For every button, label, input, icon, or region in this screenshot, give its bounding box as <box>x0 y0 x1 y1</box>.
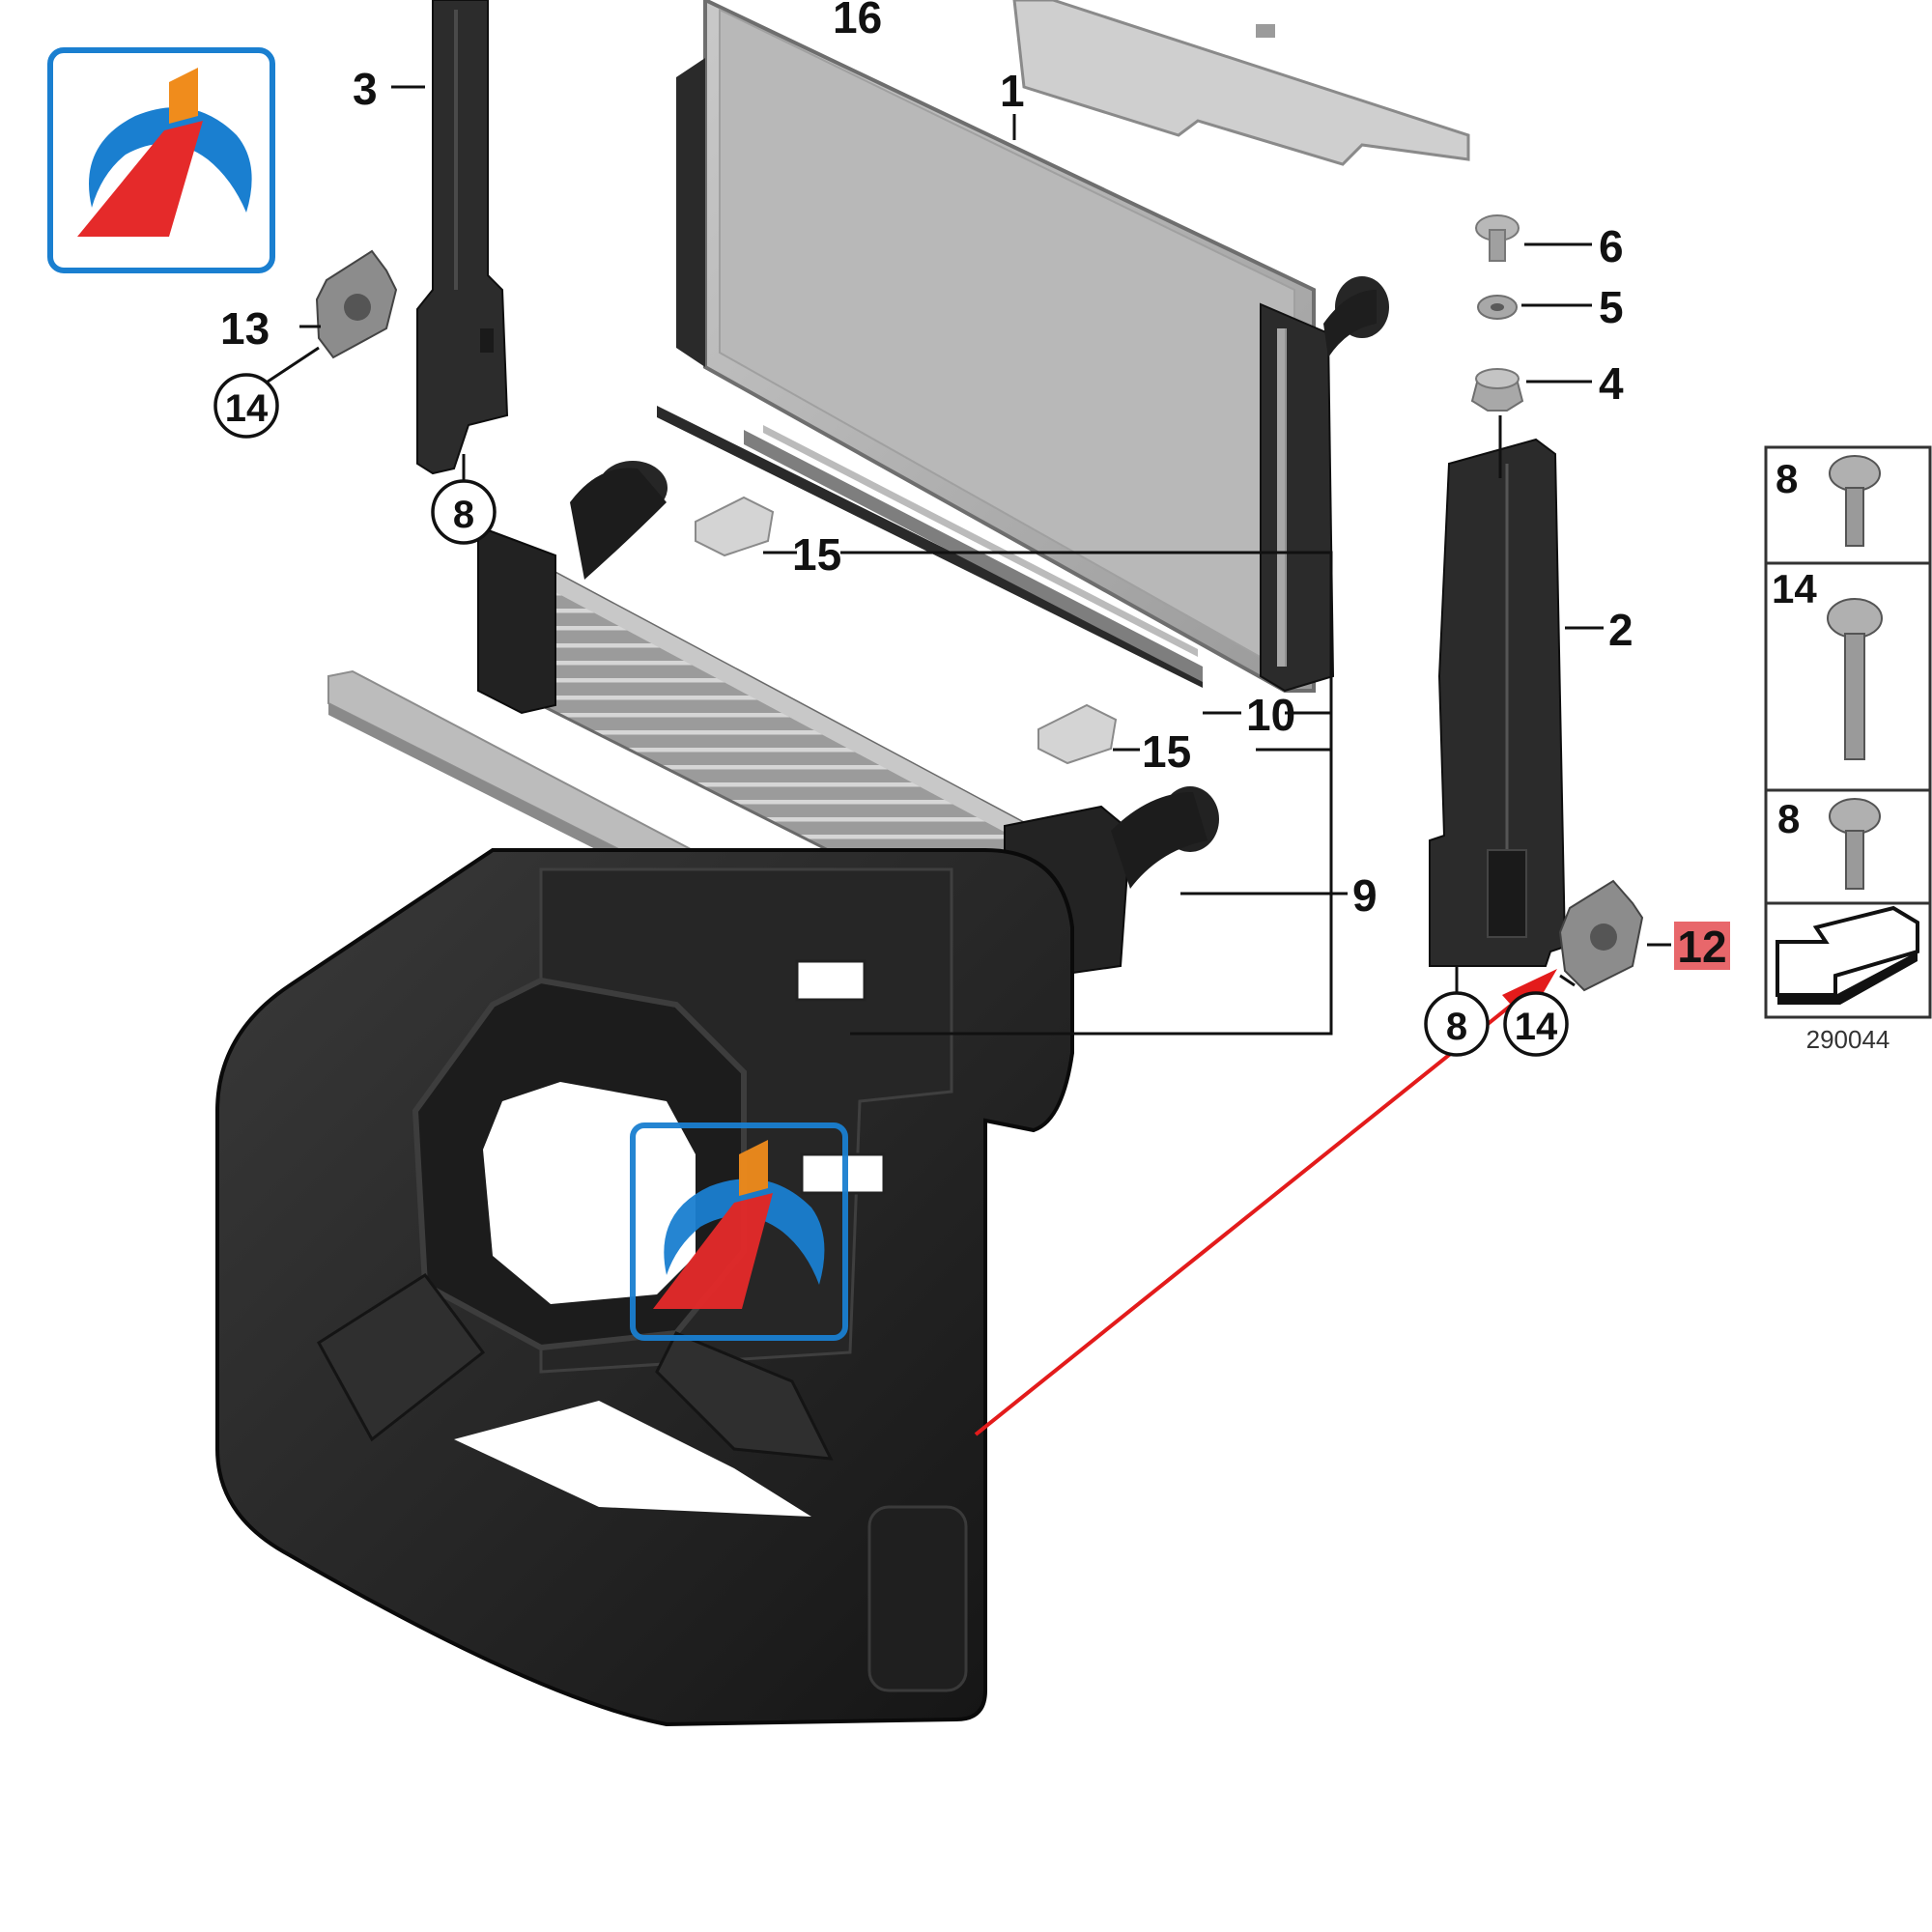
mount-13 <box>315 249 398 359</box>
clip-15-bottom <box>1037 703 1118 765</box>
diagram-number: 290044 <box>1806 1025 1890 1054</box>
right-vertical-bracket <box>1429 438 1567 967</box>
bolt-6 <box>1475 214 1520 262</box>
brand-logo <box>47 47 275 273</box>
callout-3: 3 <box>353 64 378 114</box>
callout-16: 16 <box>833 0 882 43</box>
leader-lines <box>252 85 1671 1036</box>
long-screw-icon <box>1827 598 1883 760</box>
clip-15-top <box>695 496 775 557</box>
callout-12: 12 <box>1677 922 1726 972</box>
grommet-4 <box>1470 368 1524 412</box>
screw-icon <box>1829 455 1881 547</box>
radiator-lower-rail <box>657 406 1203 688</box>
callout-8-right-circle <box>1424 991 1490 1057</box>
callout-8-left: 8 <box>453 494 474 536</box>
callout-14-left-circle <box>213 373 279 439</box>
callout-5: 5 <box>1599 282 1624 332</box>
callout-14-left: 14 <box>225 387 269 430</box>
callout-13: 13 <box>220 303 270 354</box>
callout-8-right: 8 <box>1446 1006 1467 1048</box>
callout-15-bottom: 15 <box>1142 726 1191 777</box>
callout-14-right-circle <box>1503 991 1569 1057</box>
callout-6: 6 <box>1599 221 1624 271</box>
legend-item-8-bottom: 8 <box>1777 796 1800 841</box>
callout-9: 9 <box>1352 870 1378 921</box>
legend-item-14: 14 <box>1772 566 1817 611</box>
washer-5 <box>1477 295 1518 320</box>
callout-2: 2 <box>1608 605 1634 655</box>
orientation-arrow-icon <box>1776 905 1919 1005</box>
callout-14-right: 14 <box>1515 1006 1558 1048</box>
fastener-legend: 8 14 8 290044 <box>1764 445 1932 1054</box>
callout-8-left-circle <box>431 479 497 545</box>
upper-cross-member <box>1012 0 1470 166</box>
bracket-closeup <box>215 848 1074 1727</box>
mount-12 <box>1558 879 1644 992</box>
callout-12-highlight <box>1674 922 1730 970</box>
callout-10: 10 <box>1246 690 1295 740</box>
callout-15-top: 15 <box>792 529 841 580</box>
callout-1: 1 <box>1000 66 1025 116</box>
legend-item-8-top: 8 <box>1776 456 1798 501</box>
brand-logo-watermark <box>630 1122 848 1341</box>
callouts: 16 1 3 6 5 4 13 14 8 15 2 10 15 9 12 8 1… <box>213 0 1730 1057</box>
callout-4: 4 <box>1599 358 1624 409</box>
left-vertical-bracket <box>416 0 509 475</box>
screw-icon <box>1829 798 1881 890</box>
radiator <box>676 0 1389 693</box>
